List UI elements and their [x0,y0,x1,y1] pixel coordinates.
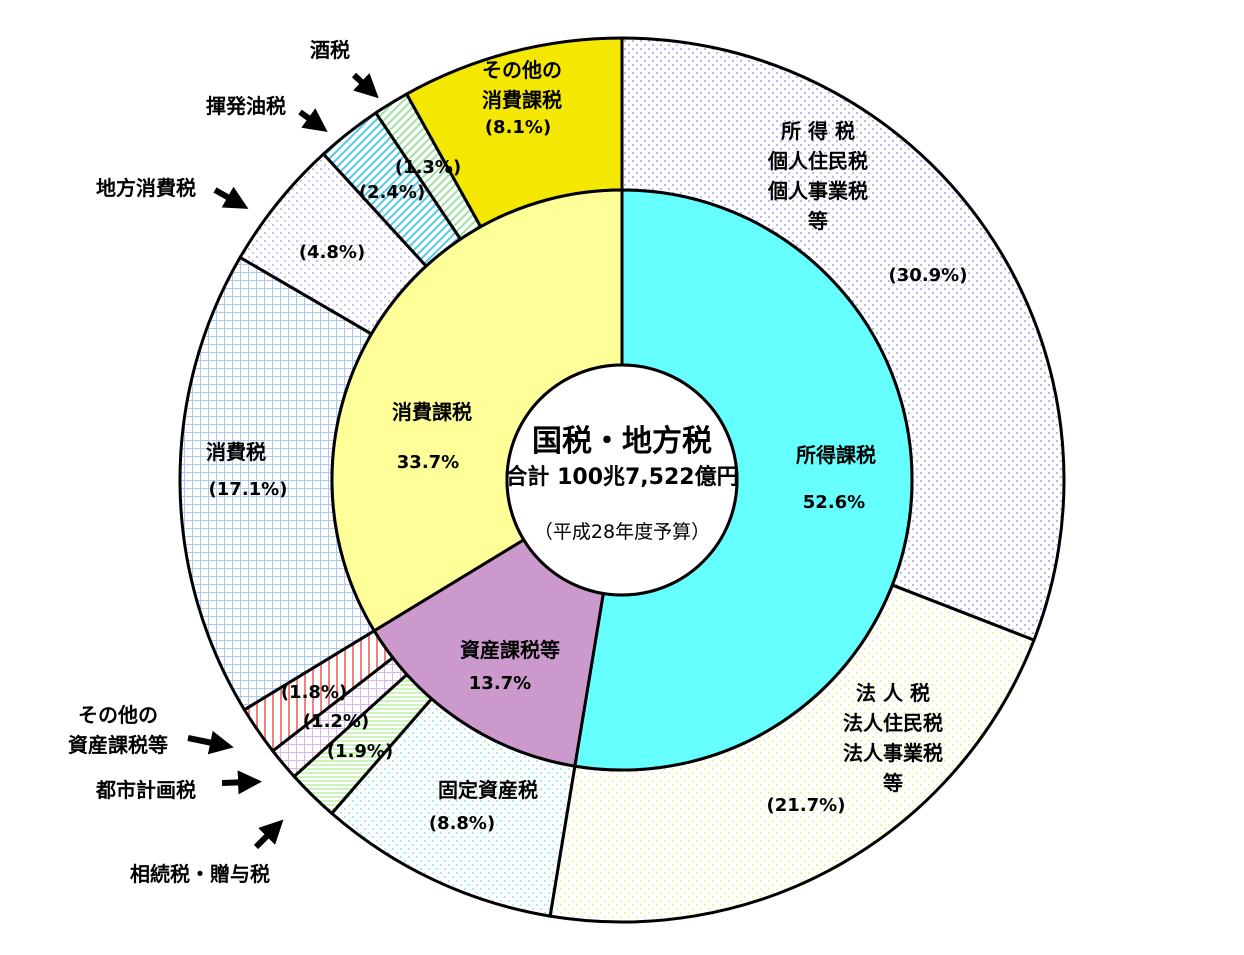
outer-pct-consumption-tax: (17.1%) [208,479,288,500]
inner-pct-income: 52.6% [802,492,866,513]
outer-label-consumption-tax: 消費税 [206,440,266,464]
outer-pct-other-asset: (1.8%) [280,682,348,703]
outer-pct-fixed-asset: (8.8%) [428,813,496,834]
outer-label-gasoline: 揮発油税 [206,94,286,118]
inner-label-asset: 資産課税等 [460,638,560,662]
outer-label-fixed-asset: 固定資産税 [438,778,538,802]
outer-pct-sake: (1.3%) [394,157,462,178]
outer-pct-local-consumption: (4.8%) [298,242,366,263]
inner-pct-asset: 13.7% [468,673,532,694]
inner-label-income: 所得課税 [796,443,876,467]
arrow-other-asset [187,730,234,755]
outer-pct-gasoline: (2.4%) [358,182,426,203]
chart-subtitle: （平成28年度予算） [533,521,711,543]
outer-label-city-planning: 都市計画税 [96,778,196,802]
outer-label-other-consumption: その他の 消費課税 [482,58,562,112]
chart-title: 国税・地方税 [532,424,712,459]
inner-label-consumption: 消費課税 [392,400,472,424]
outer-pct-other-consumption: (8.1%) [484,117,552,138]
outer-label-inheritance: 相続税・贈与税 [130,862,270,886]
outer-label-other-asset: その他の 資産課税等 [68,703,168,757]
arrow-inheritance [253,819,284,850]
outer-label-income: 所 得 税 個人住民税 個人事業税 等 [768,119,868,233]
outer-label-sake: 酒税 [310,38,350,62]
outer-label-local-consumption: 地方消費税 [96,176,196,200]
arrow-sake [351,72,379,99]
outer-pct-inheritance: (1.9%) [326,741,394,762]
outer-label-corporate: 法 人 税 法人住民税 法人事業税 等 [843,681,943,795]
arrow-gasoline [298,108,328,133]
outer-pct-corporate: (21.7%) [766,795,846,816]
center-hole [505,363,739,597]
outer-pct-income: (30.9%) [888,265,968,286]
chart-total: 合計 100兆7,522億円 [505,465,739,490]
outer-pct-city-planning: (1.2%) [302,711,370,732]
arrow-city-planning [221,770,262,795]
arrow-local-consumption [213,186,249,209]
inner-pct-consumption: 33.7% [396,452,460,473]
